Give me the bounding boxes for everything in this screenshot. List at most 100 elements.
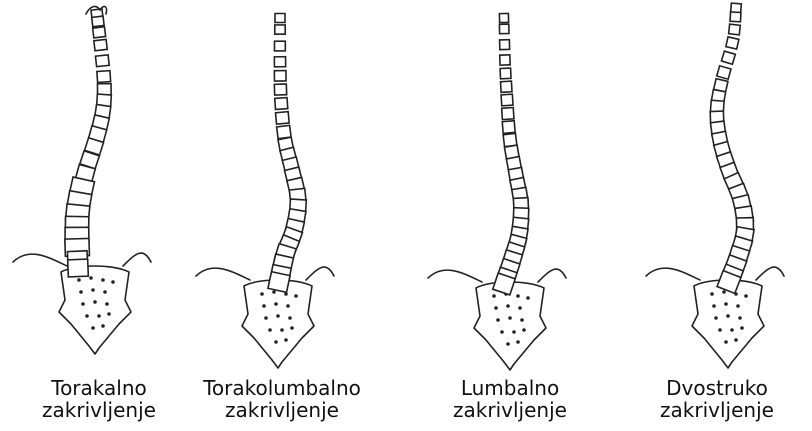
sacral-foramen-dot <box>736 304 740 308</box>
sacral-foramen-dot <box>85 314 89 318</box>
vertebra <box>274 57 285 67</box>
sacral-foramen-dot <box>516 340 520 344</box>
sacral-foramen-dot <box>280 328 284 332</box>
vertebra <box>275 41 286 51</box>
vertebra <box>274 84 286 95</box>
sacral-foramen-dot <box>294 294 298 298</box>
vertebra <box>717 66 731 79</box>
vertebra <box>499 13 508 22</box>
caption-thoracic-line1: Torakalno <box>4 377 194 399</box>
vertebra <box>276 112 290 125</box>
vertebra <box>268 272 290 293</box>
sacral-foramen-dot <box>734 338 738 342</box>
right-iliac-crest-line <box>123 253 151 266</box>
sacral-foramen-dot <box>738 316 742 320</box>
vertebra <box>500 40 510 50</box>
sacral-foramen-dot <box>107 312 111 316</box>
sacral-foramen-dot <box>276 314 280 318</box>
sacral-foramen-dot <box>286 304 290 308</box>
caption-lumbar-line1: Lumbalno <box>415 377 605 399</box>
vertebra <box>721 51 735 64</box>
vertebra <box>730 12 741 22</box>
sacral-foramen-dot <box>262 304 266 308</box>
sacral-foramen-dot <box>730 328 734 332</box>
sacral-foramen-dot <box>268 328 272 332</box>
caption-lumbar-line2: zakrivljenje <box>415 399 605 421</box>
spine-figure-lumbar <box>428 13 566 370</box>
sacral-foramen-dot <box>264 316 268 320</box>
sacral-foramen-dot <box>288 316 292 320</box>
vertebra <box>275 13 285 22</box>
sacral-foramen-dot <box>97 314 101 318</box>
sacral-foramen-dot <box>91 288 95 292</box>
caption-double-line1: Dvostruko <box>622 377 812 399</box>
sacral-foramen-dot <box>103 290 107 294</box>
vertebra <box>502 121 515 134</box>
sacral-foramen-dot <box>518 306 522 310</box>
sacral-foramen-dot <box>77 278 81 282</box>
sacral-foramen-dot <box>492 294 496 298</box>
sacral-foramen-dot <box>89 276 93 280</box>
sacral-foramen-dot <box>101 278 105 282</box>
vertebra <box>500 68 511 79</box>
right-iliac-crest-line <box>306 267 334 280</box>
vertebra <box>92 16 104 27</box>
sacral-foramen-dot <box>740 326 744 330</box>
vertebra <box>94 39 107 50</box>
spine-figure-thoracolumbar <box>196 13 334 368</box>
left-iliac-crest-line <box>13 254 67 266</box>
sacral-foramen-dot <box>506 342 510 346</box>
vertebra <box>275 25 285 34</box>
sacral-foramen-dot <box>274 302 278 306</box>
sacral-foramen-dot <box>506 304 510 308</box>
sacral-foramen-dot <box>718 328 722 332</box>
sacral-foramen-dot <box>111 280 115 284</box>
sacral-foramen-dot <box>508 316 512 320</box>
vertebra <box>274 71 286 82</box>
vertebra <box>95 55 109 67</box>
vertebra <box>502 108 514 120</box>
sacral-foramen-dot <box>724 302 728 306</box>
caption-double-line2: zakrivljenje <box>622 399 812 421</box>
caption-thoracolumbar-line2: zakrivljenje <box>187 399 377 421</box>
sacral-foramen-dot <box>105 302 109 306</box>
sacrum-shape <box>242 280 314 368</box>
sacral-foramen-dot <box>744 294 748 298</box>
sacral-foramen-dot <box>726 314 730 318</box>
vertebra <box>275 98 288 110</box>
sacral-foramen-dot <box>274 340 278 344</box>
sacral-foramen-dot <box>79 290 83 294</box>
caption-lumbar: Lumbalno zakrivljenje <box>415 377 605 421</box>
caption-double: Dvostruko zakrivljenje <box>622 377 812 421</box>
sacral-foramen-dot <box>284 338 288 342</box>
sacral-foramen-dot <box>93 300 97 304</box>
vertebra <box>500 55 510 65</box>
vertebra <box>501 81 512 92</box>
left-iliac-crest-line <box>428 270 482 282</box>
vertebra <box>93 27 106 38</box>
right-iliac-crest-line <box>538 269 566 282</box>
sacral-foramen-dot <box>260 292 264 296</box>
left-iliac-crest-line <box>646 268 700 280</box>
caption-thoracic-line2: zakrivljenje <box>4 399 194 421</box>
sacral-foramen-dot <box>526 296 530 300</box>
caption-thoracolumbar-line1: Torakolumbalno <box>187 377 377 399</box>
sacral-foramen-dot <box>714 316 718 320</box>
vertebra <box>97 84 111 95</box>
vertebra <box>499 24 509 33</box>
sacral-foramen-dot <box>494 306 498 310</box>
sacral-foramen-dot <box>81 302 85 306</box>
sacral-foramen-dot <box>710 292 714 296</box>
sacral-foramen-dot <box>512 330 516 334</box>
sacral-foramen-dot <box>500 330 504 334</box>
sacral-foramen-dot <box>722 290 726 294</box>
sacral-foramen-dot <box>522 328 526 332</box>
caption-thoracic: Torakalno zakrivljenje <box>4 377 194 421</box>
spine-figure-double <box>646 3 784 368</box>
sacral-foramen-dot <box>724 340 728 344</box>
vertebra <box>726 37 739 49</box>
sacral-foramen-dot <box>496 318 500 322</box>
vertebra <box>68 259 89 277</box>
sacral-foramen-dot <box>520 318 524 322</box>
